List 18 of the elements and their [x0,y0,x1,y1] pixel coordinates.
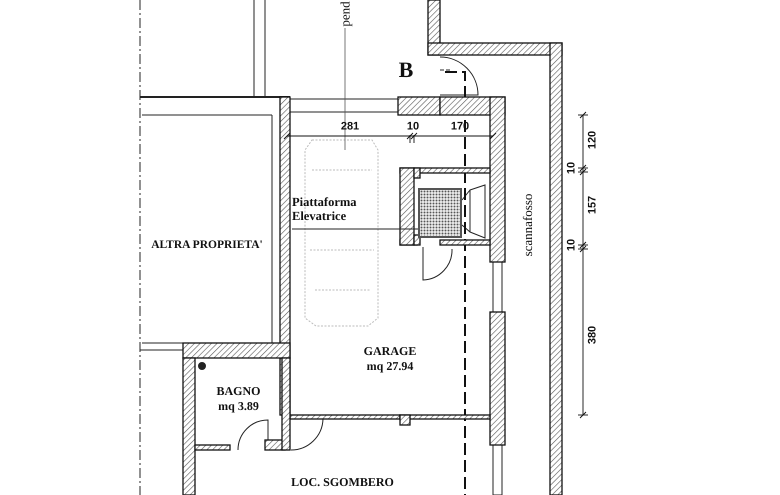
dimension-value: 10 [566,162,578,174]
room-name: LOC. SGOMBERO [290,476,395,490]
dimension-value: 157 [588,196,598,214]
slope-label: pend [338,1,352,27]
callout-label: Piattaforma Elevatrice [292,196,358,224]
leader-line [292,228,418,230]
room-name: ALTRA PROPRIETA' [150,239,264,252]
dimension-value: 120 [588,130,598,150]
section-marker: B [398,59,414,81]
room-name: GARAGE [362,345,418,358]
dimension-value: 380 [588,326,598,344]
room-name: BAGNO [215,385,262,398]
dimension-value: 10 [406,122,420,132]
room-area-label: mq 27.94 [366,360,414,374]
room-name: scannafosso [520,194,535,256]
dimension-value: 10 [566,238,578,252]
elevator-platform [418,188,462,238]
room-area-label: mq 3.89 [217,400,260,414]
